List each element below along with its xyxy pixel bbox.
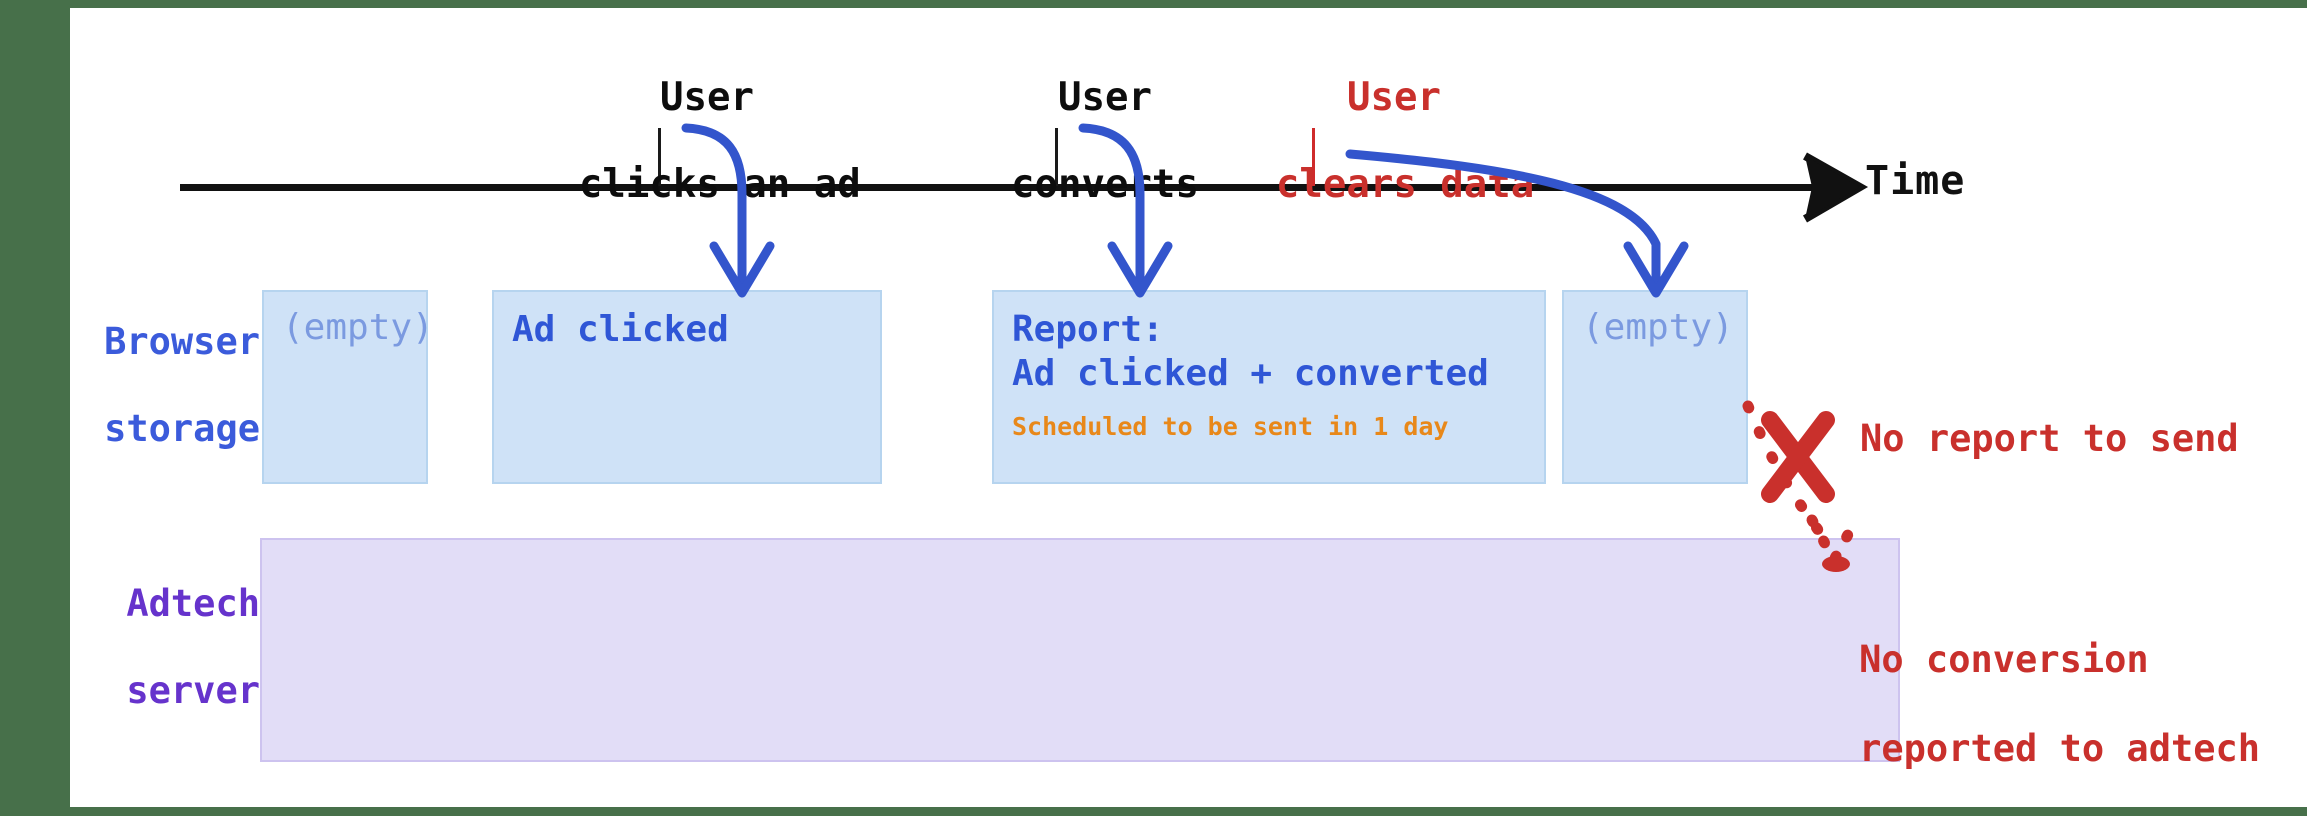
row-label-line-2: storage [104, 406, 260, 450]
row-label-line-1: Browser [104, 319, 260, 363]
annotation-no-report-to-send: No report to send [1860, 417, 2239, 460]
storage-box-text: Ad clicked [512, 309, 729, 350]
diagram-canvas: Time User clicks an ad User converts Use… [70, 8, 2307, 807]
storage-box-empty-initial: (empty) [262, 290, 434, 484]
event-label-user-converts: User converts [908, 32, 1208, 250]
storage-box-note: Scheduled to be sent in 1 day [1012, 412, 1449, 441]
storage-box-text: (empty) [282, 307, 434, 348]
adtech-server-box [260, 538, 1900, 762]
event-line-2: clicks an ad [578, 162, 861, 208]
storage-box-text: Report: Ad clicked + converted [1012, 309, 1489, 394]
storage-box-report: Report: Ad clicked + converted Scheduled… [992, 290, 1546, 484]
event-line-1: User [1058, 74, 1152, 120]
annotation-line-1: No conversion [1859, 638, 2149, 682]
storage-box-ad-clicked: Ad clicked [492, 290, 882, 484]
row-label-line-2: server [126, 668, 260, 712]
storage-box-empty-cleared: (empty) [1562, 290, 1748, 484]
event-label-user-clicks-ad: User clicks an ad [485, 32, 861, 250]
annotation-no-conversion-reported: No conversion reported to adtech [1770, 594, 2260, 816]
tick-user-clears-data [1312, 128, 1315, 186]
event-line-1: User [660, 74, 754, 120]
timeline-time-label: Time [1865, 158, 1966, 204]
row-label-adtech-server: Adtech server [10, 538, 260, 756]
event-line-2: converts [1011, 162, 1199, 208]
event-line-1: User [1347, 74, 1441, 120]
x-mark-icon [1761, 411, 1835, 503]
annotation-line-2: reported to adtech [1859, 727, 2261, 771]
row-label-line-1: Adtech [126, 581, 260, 625]
event-label-user-clears-data: User clears data [1182, 32, 1534, 250]
row-label-browser-storage: Browser storage [10, 276, 260, 494]
event-line-2: clears data [1275, 162, 1535, 208]
tick-user-converts [1055, 128, 1058, 186]
timeline-axis [180, 184, 1820, 191]
storage-box-text: (empty) [1582, 307, 1734, 348]
tick-user-clicks-ad [658, 128, 661, 186]
